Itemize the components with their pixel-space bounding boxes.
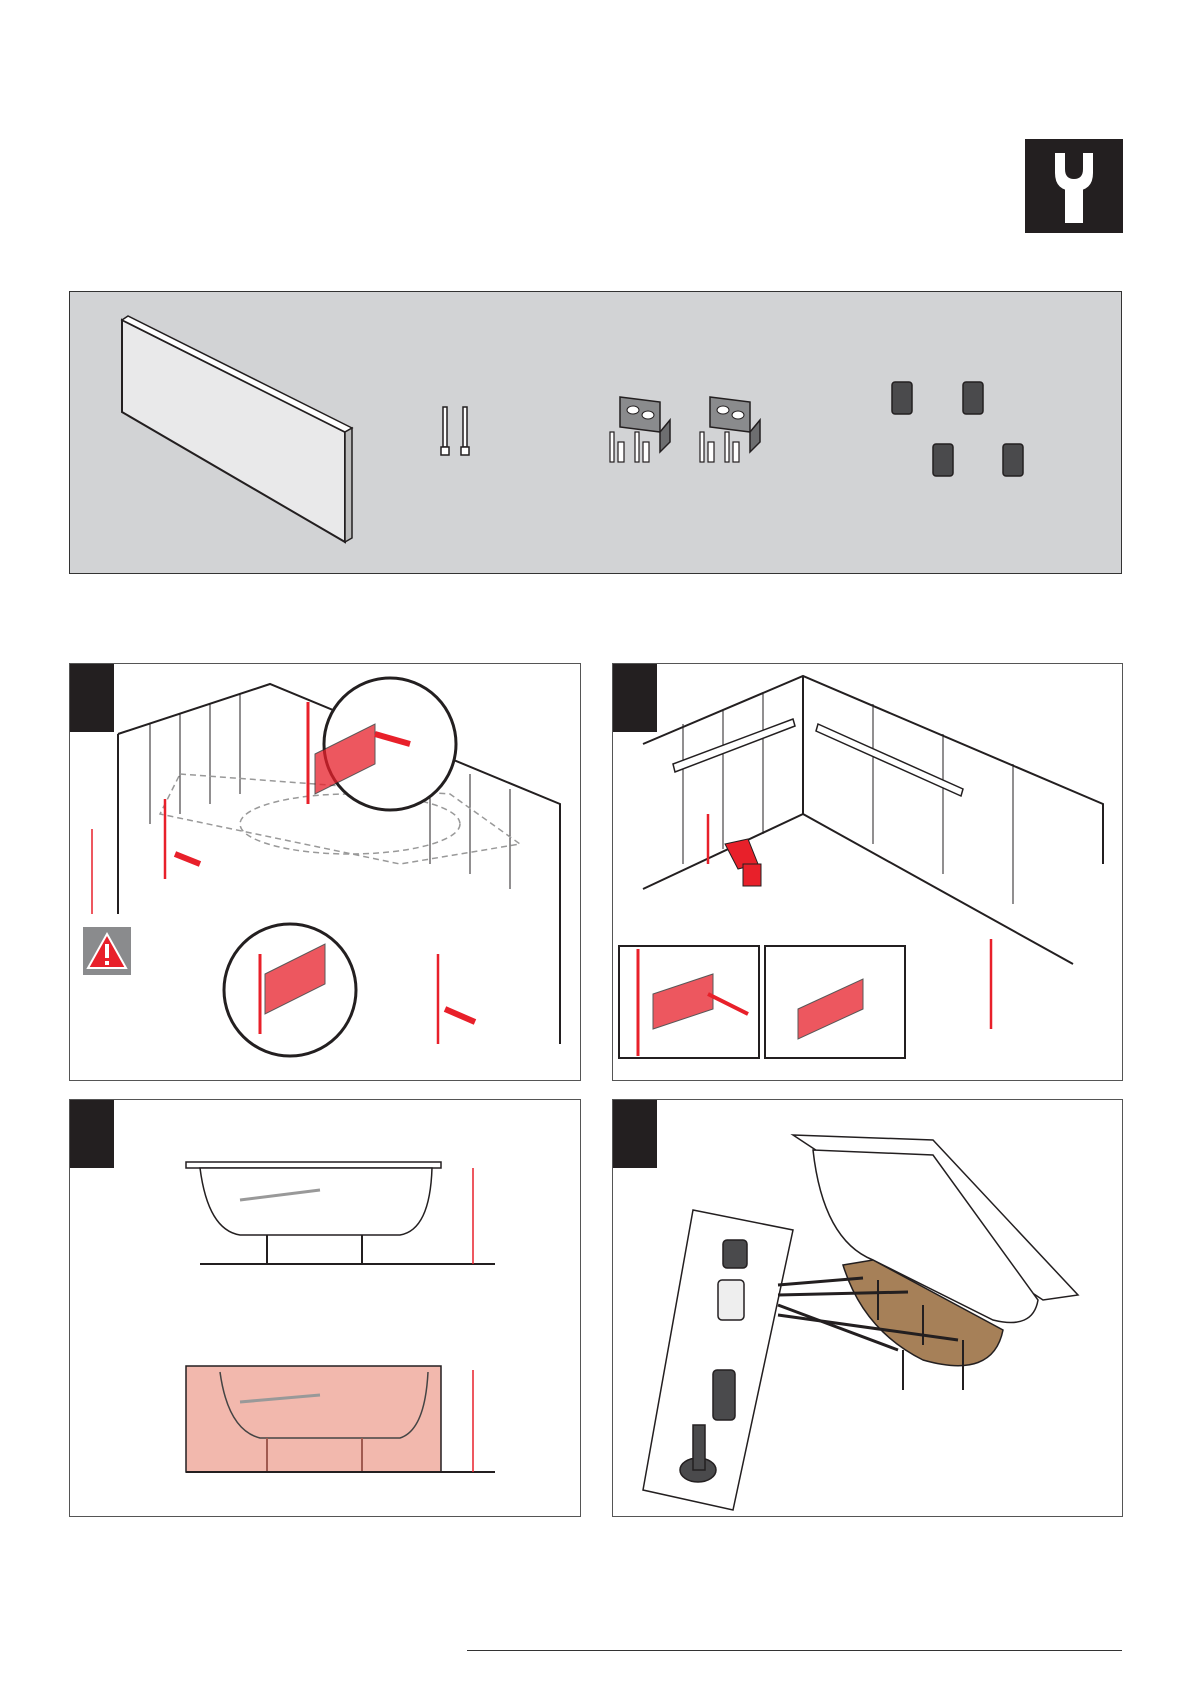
step-3-panel xyxy=(69,1099,581,1517)
step-1-badge xyxy=(70,664,114,732)
step-4-panel xyxy=(612,1099,1123,1517)
step-3-badge xyxy=(70,1100,114,1168)
detail-zoom-top xyxy=(308,678,456,810)
warning-icon xyxy=(83,927,131,975)
parts-list xyxy=(69,291,1122,574)
step-2-panel xyxy=(612,663,1123,1081)
step-2-badge xyxy=(613,664,657,732)
step-4-badge xyxy=(613,1100,657,1168)
front-panel-part xyxy=(122,316,352,542)
step-1-panel xyxy=(69,663,581,1081)
wall-bracket-set-1 xyxy=(610,397,670,462)
wrench-icon xyxy=(1025,139,1123,233)
detail-zoom-bottom xyxy=(224,924,356,1056)
long-bolts-part xyxy=(441,407,469,455)
wall-bracket-set-2 xyxy=(700,397,760,462)
adjustable-feet-part xyxy=(892,382,1023,476)
drill-icon xyxy=(725,839,761,886)
footer-divider xyxy=(467,1650,1122,1651)
